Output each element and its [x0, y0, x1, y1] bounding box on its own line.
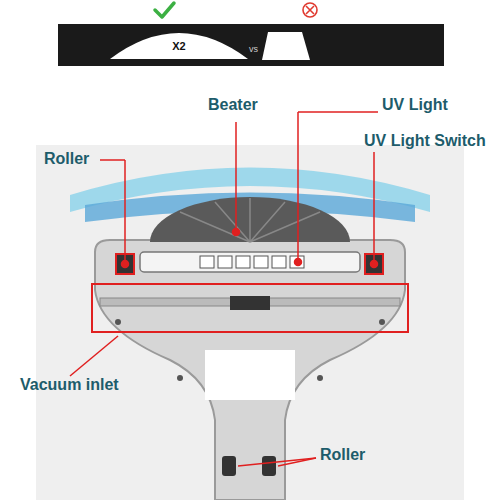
compare-bar: [58, 24, 444, 66]
model-label: X2: [108, 40, 250, 52]
uv-light-strip: [140, 252, 360, 272]
background-panel: [36, 145, 464, 500]
roller-wheel: [222, 456, 236, 476]
versus-text: vs: [249, 45, 258, 55]
cross-icon: [303, 3, 317, 17]
beater-brush: [150, 197, 350, 242]
vacuum-inlet: [92, 284, 408, 332]
part-label: Roller: [320, 446, 365, 464]
wrong-shape: [262, 32, 310, 60]
lens-shape: X2: [108, 31, 250, 61]
part-label: UV Light: [382, 96, 448, 114]
vacuum-head: [95, 240, 405, 500]
label-plate: [205, 350, 295, 400]
check-mark: [155, 3, 174, 17]
leader-lines: [70, 112, 378, 466]
part-label: UV Light Switch: [364, 132, 486, 150]
roller-wheel: [262, 456, 276, 476]
part-label: Vacuum inlet: [20, 376, 119, 394]
part-label: Roller: [44, 150, 89, 168]
part-label: Beater: [208, 96, 258, 114]
